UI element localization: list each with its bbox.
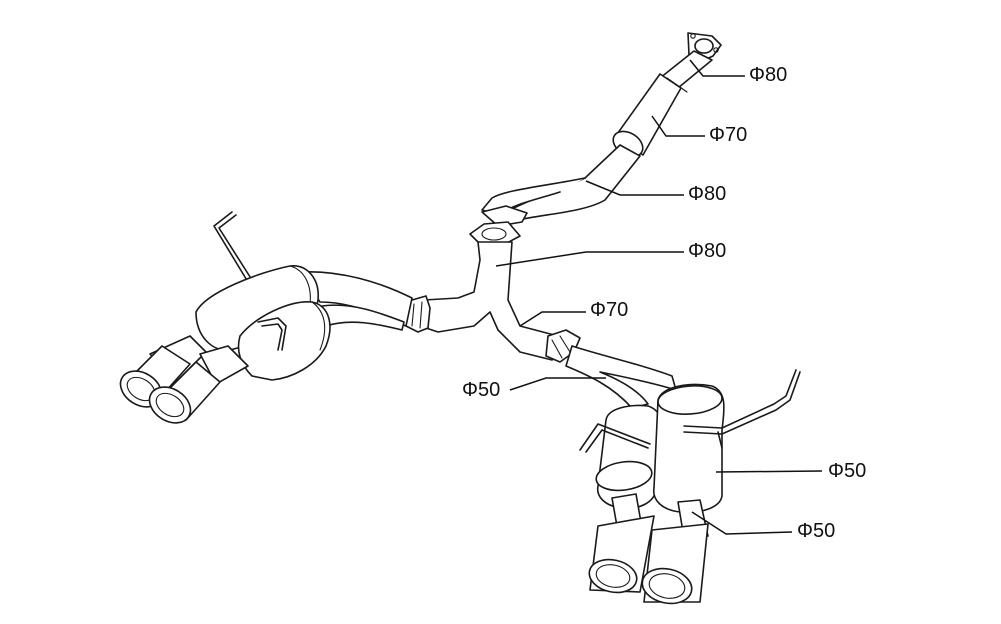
right-hanger-right <box>683 369 801 449</box>
left-tail-pipe-2 <box>148 345 249 424</box>
y-pipe <box>419 241 573 361</box>
leader-lines <box>495 59 823 535</box>
right-connecting-pipes <box>565 345 677 409</box>
label-right-muffler-diameter: Φ50 <box>828 460 867 482</box>
right-tail-pipe-2 <box>641 499 709 605</box>
right-muffler-left <box>595 404 663 510</box>
label-mid-pipe-diameter: Φ80 <box>688 183 727 205</box>
label-inlet-diameter: Φ80 <box>749 64 788 86</box>
label-y-pipe-diameter: Φ80 <box>688 240 727 262</box>
label-right-branch-diameter: Φ50 <box>462 379 501 401</box>
mid-flange <box>469 205 528 245</box>
right-muffler-right <box>653 383 725 514</box>
right-hanger-left <box>579 423 651 453</box>
left-connecting-pipes <box>299 270 413 331</box>
left-hanger-lower <box>257 317 287 351</box>
label-y-pipe-right-diameter: Φ70 <box>590 299 629 321</box>
label-right-tail-diameter: Φ50 <box>797 520 836 542</box>
label-resonator-diameter: Φ70 <box>709 124 748 146</box>
right-tail-pipe-1 <box>588 493 655 594</box>
